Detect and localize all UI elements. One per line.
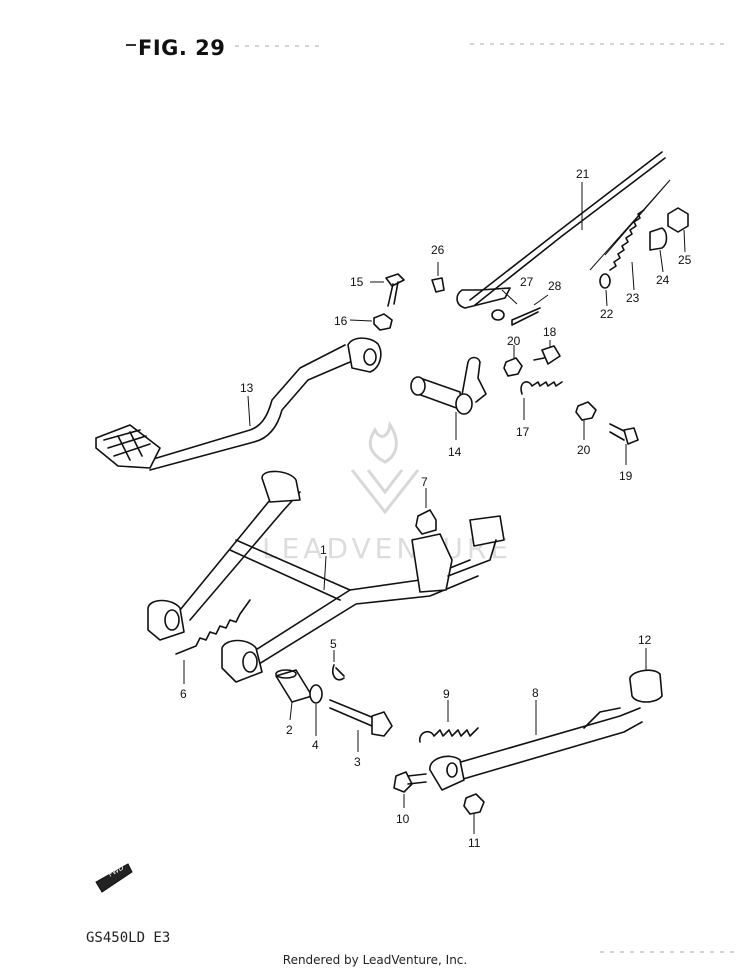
part-12-stand-stopper xyxy=(629,648,663,703)
callout-17: 17 xyxy=(516,425,530,439)
callout-4: 4 xyxy=(312,738,319,752)
part-13-brake-pedal xyxy=(95,337,382,471)
watermark-logo: LEADVENTURE xyxy=(262,420,512,565)
part-8-side-stand xyxy=(429,700,643,791)
callout-27: 27 xyxy=(520,275,534,289)
callout-2: 2 xyxy=(286,723,293,737)
callout-18: 18 xyxy=(543,325,557,339)
callout-5: 5 xyxy=(330,637,337,651)
part-2-collar xyxy=(275,669,313,721)
callout-20-lower: 20 xyxy=(577,443,591,457)
model-code: GS450LD E3 xyxy=(86,930,171,946)
callout-22: 22 xyxy=(600,307,614,321)
part-27-washer xyxy=(491,289,518,321)
callout-23: 23 xyxy=(626,291,640,305)
part-23-spring xyxy=(609,209,645,291)
callout-9: 9 xyxy=(443,687,450,701)
callout-8: 8 xyxy=(532,686,539,700)
part-9-side-stand-spring xyxy=(419,700,479,743)
part-1-center-stand xyxy=(147,470,505,683)
callout-16: 16 xyxy=(334,314,348,328)
part-3-pivot-bolt xyxy=(329,699,393,752)
figure-title: FIG. 29 xyxy=(138,36,226,60)
callout-labels: 21 26 15 27 28 25 24 23 22 16 18 20 13 1… xyxy=(180,167,692,850)
header-tick xyxy=(126,44,136,46)
part-18-bolt xyxy=(533,340,561,365)
part-26-bolt xyxy=(431,262,445,293)
part-16-nut xyxy=(349,313,393,331)
part-6-stand-spring xyxy=(175,599,251,684)
part-21-brake-rod xyxy=(456,151,671,309)
part-5-clip xyxy=(331,650,345,681)
part-14-pivot-shaft xyxy=(410,356,487,440)
part-28-cotter-pin xyxy=(511,294,549,326)
callout-26: 26 xyxy=(431,243,445,257)
callout-13: 13 xyxy=(240,381,254,395)
part-10-bolt xyxy=(393,771,427,808)
callout-25: 25 xyxy=(678,253,692,267)
rendered-by-footer: Rendered by LeadVenture, Inc. xyxy=(282,953,468,967)
callout-1: 1 xyxy=(320,543,327,557)
part-15-bolt xyxy=(370,273,405,307)
part-19-bolt xyxy=(609,423,639,465)
callout-7: 7 xyxy=(421,475,428,489)
part-20-nut-lower xyxy=(575,401,597,440)
part-22-washer xyxy=(599,273,611,307)
part-25-adjust-nut xyxy=(667,207,689,253)
callout-14: 14 xyxy=(448,445,462,459)
part-4-washer xyxy=(309,684,323,736)
callout-6: 6 xyxy=(180,687,187,701)
callout-3: 3 xyxy=(354,755,361,769)
callout-12: 12 xyxy=(638,633,652,647)
part-24-joint xyxy=(649,227,668,273)
callout-28: 28 xyxy=(548,279,562,293)
callout-20-upper: 20 xyxy=(507,334,521,348)
part-17-return-spring xyxy=(520,381,563,420)
fwd-arrow-icon: FWD xyxy=(95,863,133,893)
part-7-rubber-stopper xyxy=(415,488,437,535)
watermark-text: LEADVENTURE xyxy=(262,532,512,565)
callout-15: 15 xyxy=(350,275,364,289)
callout-11: 11 xyxy=(468,836,481,850)
callout-24: 24 xyxy=(656,273,670,287)
callout-19: 19 xyxy=(619,469,633,483)
part-11-nut xyxy=(463,793,485,834)
callout-10: 10 xyxy=(396,812,410,826)
callout-21: 21 xyxy=(576,167,590,181)
part-20-nut-upper xyxy=(503,345,523,377)
